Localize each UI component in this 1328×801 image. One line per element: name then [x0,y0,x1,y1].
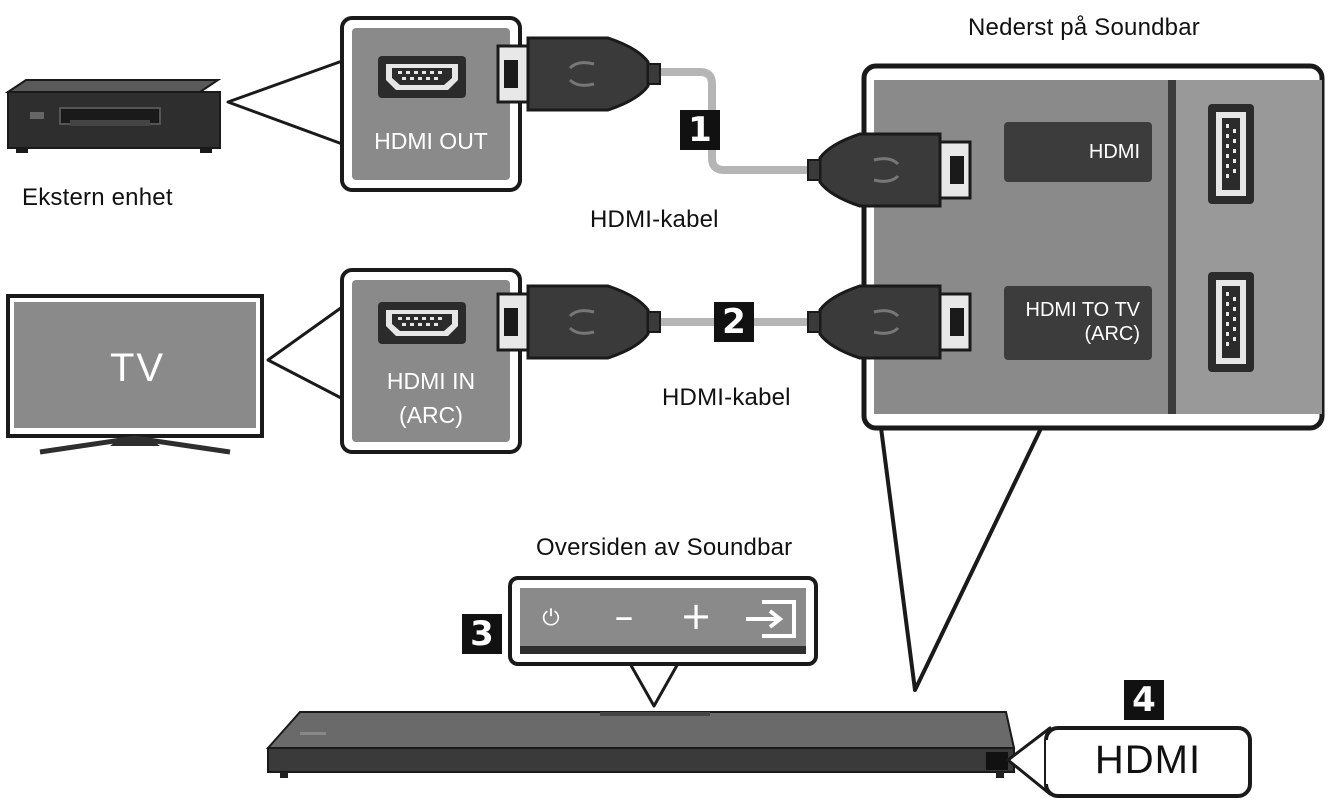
power-button[interactable]: ⏻ [542,606,560,631]
external-device-icon [4,79,222,153]
soundbar-hdmi-to-tv-label: HDMI TO TV [1025,299,1140,321]
soundbar-hdmi-arc-port-icon [1208,272,1254,372]
bottom-of-soundbar-title: Nederst på Soundbar [968,14,1200,41]
step-3-badge: 3 [462,614,502,654]
hdmi-cable-label-1: HDMI-kabel [590,206,719,233]
hdmi-in-arc-label: (ARC) [399,402,463,428]
hdmi-in-port-icon [378,302,466,344]
external-device-label: Ekstern enhet [22,184,173,211]
top-of-soundbar-title: Oversiden av Soundbar [536,534,793,561]
hdmi-out-port-icon [378,56,466,98]
hdmi-out-label: HDMI OUT [374,128,488,154]
hdmi-display-indicator: HDMI [1094,738,1202,782]
soundbar-hdmi-port-icon [1208,104,1254,204]
volume-up-button[interactable]: + [680,594,712,638]
hdmi-cable-label-2: HDMI-kabel [662,384,791,411]
tv-screen-label: TV [110,346,166,390]
cable1-plug-device [496,36,662,112]
cable2-plug-tv [496,284,662,360]
step-2-badge: 2 [714,302,754,342]
soundbar-icon [265,711,1016,778]
soundbar-hdmi-label: HDMI [1088,141,1140,163]
volume-down-button[interactable]: – [614,594,634,638]
tv-icon [6,294,264,455]
step-1-badge: 1 [680,110,720,150]
hdmi-in-label: HDMI IN [386,368,476,394]
step-4-badge: 4 [1124,680,1164,720]
soundbar-arc-label: (ARC) [1084,323,1140,345]
source-input-icon [746,600,796,638]
